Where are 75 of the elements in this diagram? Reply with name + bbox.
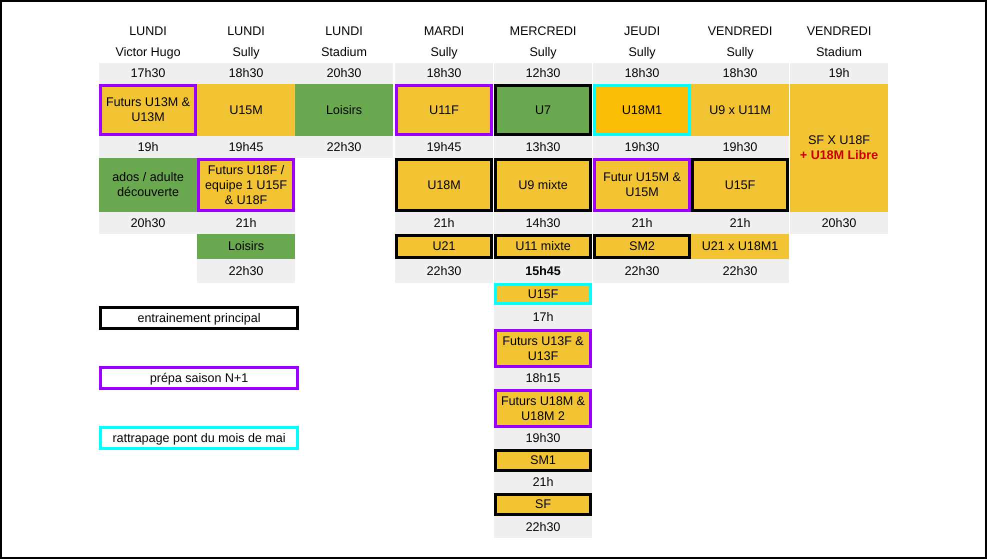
- day-header: JEUDI: [622, 24, 662, 38]
- time-cell: 22h30: [691, 259, 789, 283]
- time-cell: 17h30: [99, 63, 197, 84]
- time-cell: 18h30: [691, 63, 789, 84]
- session-block: SF: [494, 493, 592, 516]
- time-cell: 15h45: [494, 259, 592, 283]
- session-block: Futurs U18F / equipe 1 U15F & U18F: [197, 158, 295, 212]
- session-block: Futurs U13M & U13M: [99, 84, 197, 136]
- legend-key: prépa saison N+1: [99, 366, 299, 390]
- day-header: LUNDI: [324, 24, 364, 38]
- session-block: U7: [494, 84, 592, 136]
- session-block: U21 x U18M1: [691, 234, 789, 259]
- session-block: U15F: [494, 283, 592, 305]
- venue-header: Sully: [528, 45, 558, 59]
- session-block: SF X U18F + U18M Libre: [790, 84, 888, 212]
- session-block: U11F: [395, 84, 493, 136]
- session-block: Futur U15M & U15M: [593, 158, 691, 212]
- session-block: U18M: [395, 158, 493, 212]
- venue-header: Stadium: [815, 45, 863, 59]
- venue-header: Sully: [627, 45, 657, 59]
- time-cell: 20h30: [295, 63, 393, 84]
- time-cell: 21h: [593, 212, 691, 234]
- day-header: MARDI: [422, 24, 466, 38]
- time-cell: 21h: [197, 212, 295, 234]
- day-header: MERCREDI: [508, 24, 578, 38]
- session-block: U15F: [691, 158, 789, 212]
- day-header: LUNDI: [128, 24, 168, 38]
- session-block: SM1: [494, 449, 592, 472]
- session-block: U11 mixte: [494, 234, 592, 259]
- time-cell: 18h15: [494, 368, 592, 389]
- day-header: LUNDI: [226, 24, 266, 38]
- time-cell: 17h: [494, 305, 592, 329]
- session-block: U21: [395, 234, 493, 259]
- session-block: ados / adulte découverte: [99, 158, 197, 212]
- time-cell: 18h30: [395, 63, 493, 84]
- time-cell: 19h30: [691, 136, 789, 158]
- session-block: U15M: [197, 84, 295, 136]
- session-block: U18M1: [593, 84, 691, 136]
- time-cell: 20h30: [99, 212, 197, 234]
- day-header: VENDREDI: [706, 24, 774, 38]
- time-cell: 13h30: [494, 136, 592, 158]
- time-cell: 21h: [395, 212, 493, 234]
- legend-key: entrainement principal: [99, 306, 299, 330]
- venue-header: Sully: [725, 45, 755, 59]
- session-block: U9 x U11M: [691, 84, 789, 136]
- time-cell: 22h30: [295, 136, 393, 158]
- time-cell: 19h30: [494, 428, 592, 449]
- time-cell: 19h: [99, 136, 197, 158]
- venue-header: Victor Hugo: [114, 45, 182, 59]
- legend-key: rattrapage pont du mois de mai: [99, 426, 299, 450]
- session-block: U9 mixte: [494, 158, 592, 212]
- time-cell: 19h30: [593, 136, 691, 158]
- day-header: VENDREDI: [806, 24, 872, 38]
- time-cell: 19h45: [197, 136, 295, 158]
- time-cell: 20h30: [790, 212, 888, 234]
- time-cell: 12h30: [494, 63, 592, 84]
- time-cell: 18h30: [593, 63, 691, 84]
- time-cell: 19h45: [395, 136, 493, 158]
- time-cell: 21h: [494, 472, 592, 493]
- session-block: Loisirs: [197, 234, 295, 259]
- time-cell: 22h30: [494, 516, 592, 538]
- time-cell: 14h30: [494, 212, 592, 234]
- time-cell: 21h: [691, 212, 789, 234]
- session-block: SM2: [593, 234, 691, 259]
- venue-header: Stadium: [320, 45, 368, 59]
- session-block: Loisirs: [295, 84, 393, 136]
- time-cell: 22h30: [395, 259, 493, 283]
- time-cell: 19h: [790, 63, 888, 84]
- session-block: Futurs U13F & U13F: [494, 329, 592, 368]
- time-cell: 22h30: [197, 259, 295, 283]
- time-cell: 22h30: [593, 259, 691, 283]
- venue-header: Sully: [231, 45, 261, 59]
- session-block: Futurs U18M & U18M 2: [494, 389, 592, 428]
- venue-header: Sully: [429, 45, 459, 59]
- time-cell: 18h30: [197, 63, 295, 84]
